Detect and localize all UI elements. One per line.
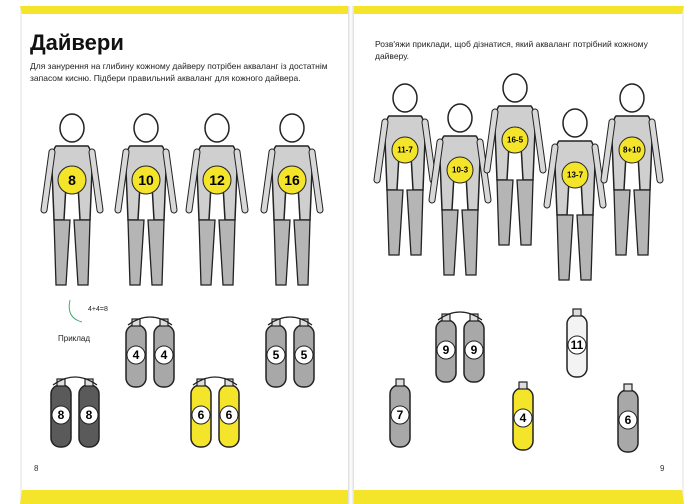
left-page-number: 8 (34, 464, 39, 473)
example-hint: 4+4=8 (88, 306, 108, 313)
tank-number: 5 (273, 348, 280, 362)
tank-number: 9 (471, 343, 478, 357)
diver-expression-badge (561, 161, 589, 189)
tank-number: 11 (571, 338, 584, 352)
scuba-tank: 7 (389, 378, 411, 448)
diver-number: 16 (284, 172, 300, 188)
diver-number-badge (277, 165, 307, 195)
diver-number: 8 (68, 172, 76, 188)
tank-number: 4 (133, 348, 140, 362)
right-instruction: Розв'яжи приклади, щоб дізнатися, який а… (375, 39, 648, 61)
diver-figure: 16 (264, 114, 320, 285)
diver-expression-badge (391, 136, 419, 164)
tank-number: 9 (443, 343, 450, 357)
book-spine (348, 6, 354, 504)
tank-number: 4 (161, 348, 168, 362)
diver-expression: 13-7 (567, 171, 584, 180)
diver-number-badge (131, 165, 161, 195)
tank-number: 6 (226, 408, 233, 422)
tank-number: 5 (301, 348, 308, 362)
page-title: Дайвери (30, 30, 124, 55)
example-label: Приклад (58, 334, 91, 343)
diver-number: 10 (138, 172, 154, 188)
diver-expression: 10-3 (452, 166, 469, 175)
tank-number: 6 (625, 413, 632, 427)
diver-figure: 16-5 (487, 74, 543, 245)
diver-expression: 8+10 (623, 146, 642, 155)
diver-number-badge (202, 165, 232, 195)
diver-figure: 12 (189, 114, 245, 285)
diver-expression-badge (501, 126, 529, 154)
diver-figure: 10 (118, 114, 174, 285)
diver-figure: 13-7 (547, 109, 603, 280)
diver-figure: 8 (44, 114, 100, 285)
tank-number: 8 (86, 408, 93, 422)
left-instruction: Для занурення на глибину кожному дайверу… (30, 61, 328, 83)
scuba-tank: 11 (566, 308, 588, 378)
scuba-tank: 6 (617, 383, 639, 453)
diver-expression: 11-7 (397, 146, 413, 155)
tank-number: 7 (397, 408, 404, 422)
right-page-number: 9 (660, 464, 665, 473)
tank-number: 4 (520, 411, 527, 425)
scuba-tank: 4 (512, 381, 534, 451)
diver-expression-badge (446, 156, 474, 184)
diver-expression: 16-5 (507, 136, 524, 145)
diver-number: 12 (209, 172, 225, 188)
tank-number: 8 (58, 408, 65, 422)
diver-figure: 8+10 (604, 84, 660, 255)
diver-expression-badge (618, 136, 646, 164)
diver-number-badge (57, 165, 87, 195)
diver-figure: 11-7 (377, 84, 433, 255)
diver-figure: 10-3 (432, 104, 488, 275)
tank-number: 6 (198, 408, 205, 422)
